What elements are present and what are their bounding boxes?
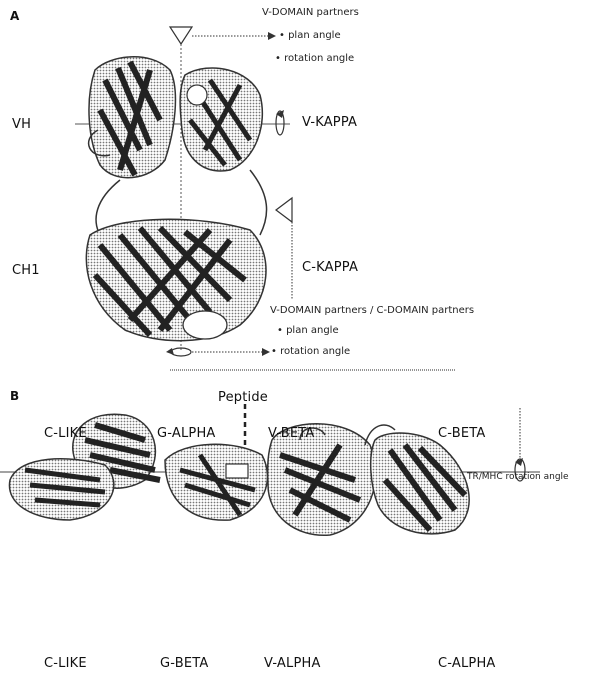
rotation-angle-label-top: • rotation angle <box>275 54 354 64</box>
tr-mhc-rotation-label: TR/MHC rotation angle <box>467 473 569 482</box>
peptide-label: Peptide <box>218 391 268 404</box>
v-beta-label: V-BETA <box>268 427 315 440</box>
c-like-bottom-label: C-LIKE <box>44 657 87 670</box>
v-kappa-domain-ribbon <box>180 68 262 171</box>
panel-a-letter: A <box>10 10 19 22</box>
c-alpha-label: C-ALPHA <box>438 657 496 670</box>
tr-constant-domains-ribbon <box>365 425 469 534</box>
mhc-groove-ribbon <box>165 444 267 520</box>
c-like-top-label: C-LIKE <box>44 427 87 440</box>
v-kappa-label: V-KAPPA <box>302 116 357 129</box>
plan-angle-label-bottom: • plan angle <box>277 326 339 336</box>
g-beta-label: G-BETA <box>160 657 208 670</box>
vh-domain-ribbon <box>89 57 176 178</box>
v-c-domain-partners-label: V-DOMAIN partners / C-DOMAIN partners <box>270 306 474 316</box>
bottom-rotation-angle-icon <box>166 348 191 356</box>
c-beta-label: C-BETA <box>438 427 485 440</box>
rotation-angle-label-bottom: • rotation angle <box>271 347 350 357</box>
constant-domains-ribbon <box>86 219 266 340</box>
c-kappa-label: C-KAPPA <box>302 261 358 274</box>
plan-angle-label-top: • plan angle <box>279 31 341 41</box>
panel-b-letter: B <box>10 390 19 402</box>
c-plan-angle-triangle-icon <box>276 198 292 222</box>
rotation-angle-icon <box>276 110 284 135</box>
c-like-bottom-ribbon <box>9 459 113 520</box>
ch1-label: CH1 <box>12 264 40 277</box>
g-alpha-label: G-ALPHA <box>157 427 216 440</box>
plan-angle-triangle-icon <box>170 27 192 44</box>
vh-label: VH <box>12 118 31 131</box>
v-alpha-label: V-ALPHA <box>264 657 321 670</box>
v-domain-partners-label: V-DOMAIN partners <box>262 8 359 18</box>
